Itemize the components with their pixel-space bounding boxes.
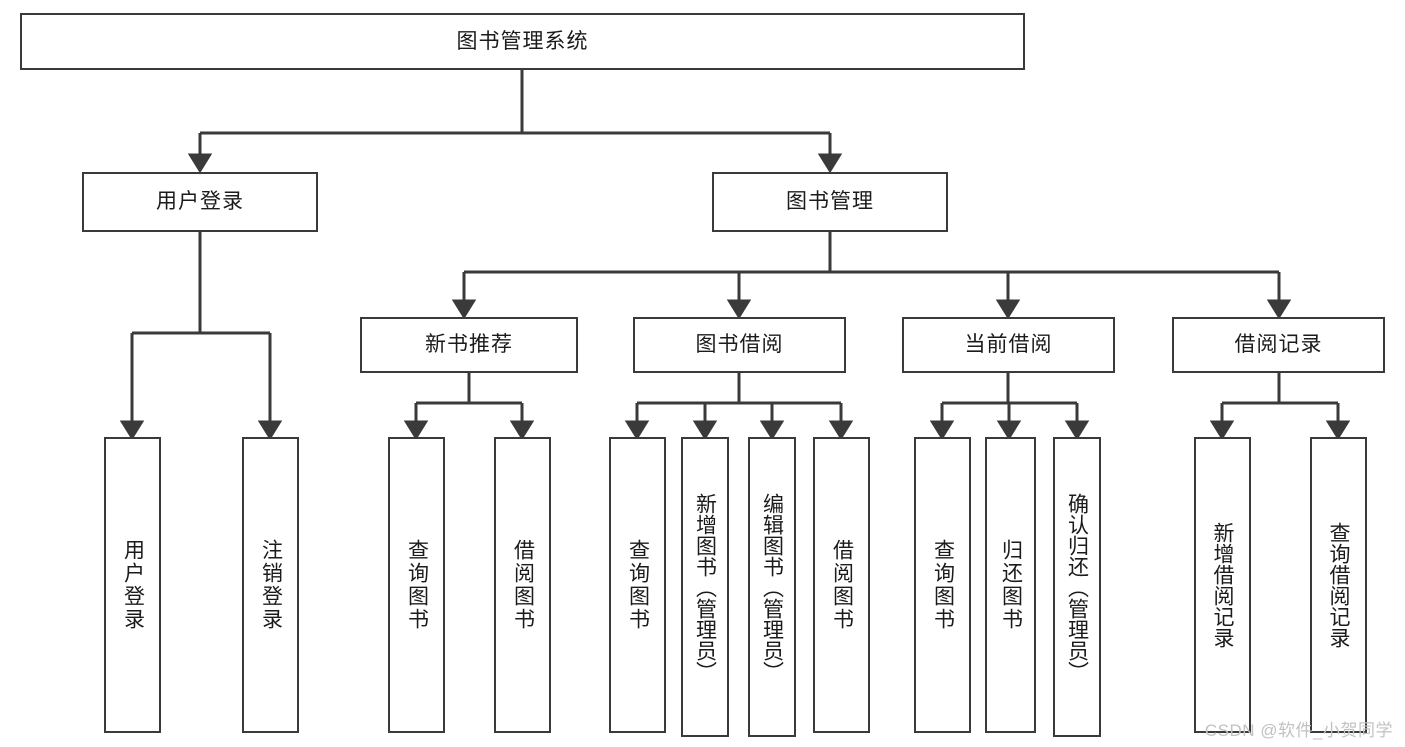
leaf-borrow-book-1[interactable]: 借阅图书: [494, 437, 551, 733]
node-borrow-record-label: 借阅记录: [1234, 333, 1323, 357]
leaf-query-book-1-label: 查询图书: [405, 539, 429, 631]
node-book-borrow-label: 图书借阅: [695, 333, 784, 357]
leaf-return-book[interactable]: 归还图书: [985, 437, 1036, 733]
leaf-query-book-2[interactable]: 查询图书: [609, 437, 666, 733]
leaf-borrow-book-1-label: 借阅图书: [511, 539, 535, 631]
leaf-query-book-2-label: 查询图书: [626, 539, 650, 631]
leaf-edit-book[interactable]: 编辑图书（管理员）: [748, 437, 796, 737]
node-book-borrow[interactable]: 图书借阅: [633, 317, 846, 373]
leaf-add-record-label: 新增借阅记录: [1211, 522, 1234, 648]
leaf-confirm-return-label: 确认归还（管理员）: [1065, 492, 1089, 682]
leaf-borrow-book-2[interactable]: 借阅图书: [813, 437, 870, 733]
leaf-edit-book-label: 编辑图书（管理员）: [760, 492, 784, 682]
node-user-login-label: 用户登录: [156, 190, 244, 214]
node-current-borrow-label: 当前借阅: [964, 333, 1053, 357]
leaf-add-book-label: 新增图书（管理员）: [693, 492, 717, 682]
node-new-book-recommend[interactable]: 新书推荐: [360, 317, 578, 373]
node-root-label: 图书管理系统: [456, 29, 589, 53]
node-borrow-record[interactable]: 借阅记录: [1172, 317, 1385, 373]
leaf-query-book-3-label: 查询图书: [931, 539, 955, 631]
leaf-add-record[interactable]: 新增借阅记录: [1194, 437, 1251, 733]
leaf-query-book-1[interactable]: 查询图书: [388, 437, 445, 733]
leaf-user-logout-label: 注销登录: [259, 539, 283, 631]
leaf-user-logout[interactable]: 注销登录: [242, 437, 299, 733]
leaf-query-book-3[interactable]: 查询图书: [914, 437, 971, 733]
leaf-add-book[interactable]: 新增图书（管理员）: [681, 437, 729, 737]
leaf-query-record[interactable]: 查询借阅记录: [1310, 437, 1367, 733]
node-book-management[interactable]: 图书管理: [712, 172, 948, 232]
leaf-borrow-book-2-label: 借阅图书: [830, 539, 854, 631]
leaf-user-login[interactable]: 用户登录: [104, 437, 161, 733]
leaf-return-book-label: 归还图书: [999, 539, 1023, 631]
node-user-login[interactable]: 用户登录: [82, 172, 318, 232]
node-book-management-label: 图书管理: [786, 190, 874, 214]
leaf-query-record-label: 查询借阅记录: [1327, 522, 1350, 648]
leaf-confirm-return[interactable]: 确认归还（管理员）: [1053, 437, 1101, 737]
node-new-book-recommend-label: 新书推荐: [425, 333, 513, 357]
watermark-text: CSDN @软件_小贺同学: [1204, 721, 1393, 740]
leaf-user-login-label: 用户登录: [121, 539, 145, 631]
node-current-borrow[interactable]: 当前借阅: [902, 317, 1115, 373]
node-root[interactable]: 图书管理系统: [20, 13, 1025, 70]
